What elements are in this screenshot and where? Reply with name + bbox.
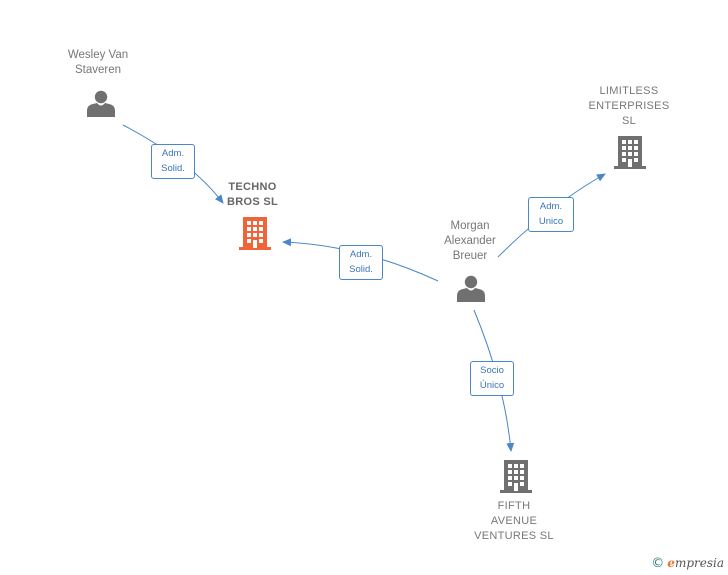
edge-label-line: Socio [480, 365, 504, 376]
brand-name: mpresia [674, 556, 724, 570]
edge-label-morgan-fifth[interactable]: Socio Único [470, 361, 514, 396]
edge-label-morgan-limitless[interactable]: Adm. Unico [528, 197, 574, 232]
person-icon[interactable] [457, 275, 485, 302]
copyright-icon: © [651, 556, 665, 571]
edge-label-line: Único [479, 380, 505, 391]
edge-label-line: Adm. [161, 148, 185, 159]
node-label-wesley[interactable]: Wesley Van Staveren [67, 49, 129, 76]
building-icon[interactable] [614, 136, 646, 169]
person-icon[interactable] [87, 90, 115, 117]
edge-label-line: Adm. [539, 201, 563, 212]
edge-label-line: Unico [538, 216, 564, 227]
node-label-fifth[interactable]: FIFTH AVENUE VENTURES SL [474, 500, 554, 542]
node-label-techno[interactable]: TECHNO BROS SL [227, 181, 278, 208]
brand-logo: ©empresia [651, 556, 724, 571]
node-label-morgan[interactable]: Morgan Alexander Breuer [444, 220, 496, 262]
brand-logo-e: e [667, 556, 675, 570]
edge-label-wesley-techno[interactable]: Adm. Solid. [151, 144, 195, 179]
building-icon[interactable] [500, 460, 532, 493]
edge-label-line: Solid. [161, 163, 185, 174]
building-icon[interactable] [239, 217, 271, 250]
edge-label-line: Solid. [349, 264, 373, 275]
node-label-limitless[interactable]: LIMITLESS ENTERPRISES SL [588, 85, 670, 127]
edge-label-morgan-techno[interactable]: Adm. Solid. [339, 245, 383, 280]
edge-label-line: Adm. [349, 249, 373, 260]
